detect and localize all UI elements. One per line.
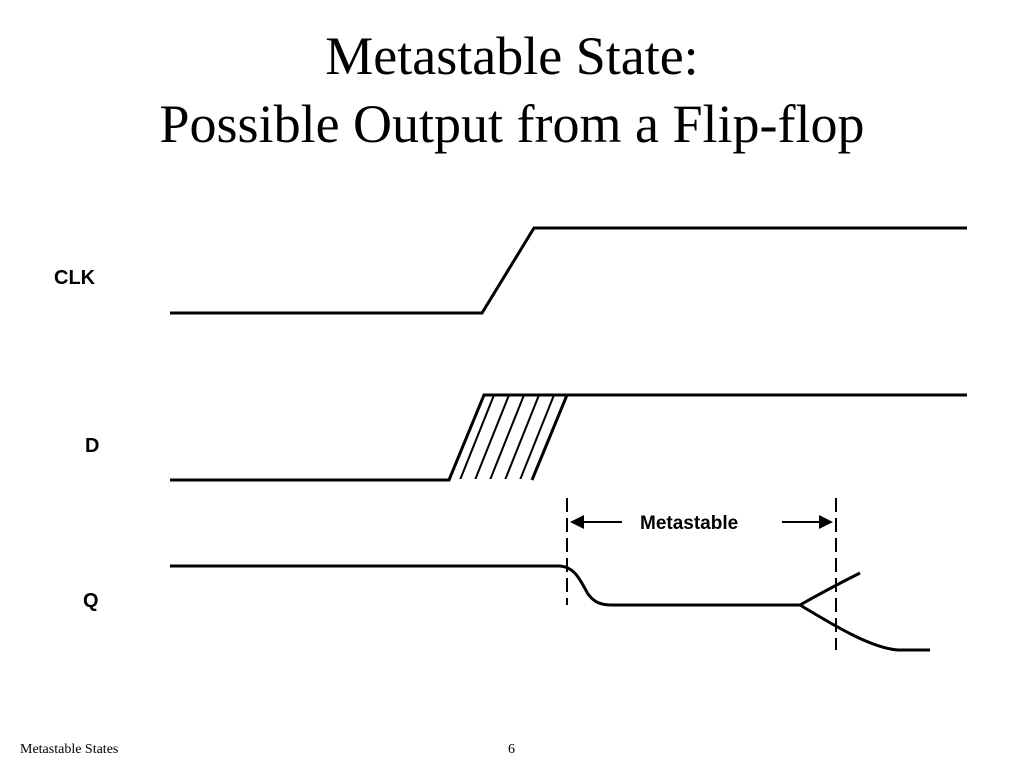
page-number: 6 [508,742,515,757]
clk-waveform [170,226,967,315]
left-arrowhead-icon [570,515,584,529]
d-transition-hatch [451,395,561,479]
q-waveform [170,564,930,652]
slide-title: Metastable State: Possible Output from a… [0,22,1024,158]
metastable-window: Metastable [566,498,837,650]
slide-title-line-2: Possible Output from a Flip-flop [159,94,865,154]
q-resolve-high [799,571,861,607]
clk-label: CLK [54,267,96,289]
right-arrowhead-icon [819,515,833,529]
d-label: D [85,435,99,457]
d-waveform [170,393,967,482]
slide-title-line-1: Metastable State: [325,26,699,86]
metastable-label: Metastable [640,513,738,534]
footer-text: Metastable States [20,742,119,757]
q-resolve-low [799,603,930,652]
q-label: Q [83,590,99,612]
